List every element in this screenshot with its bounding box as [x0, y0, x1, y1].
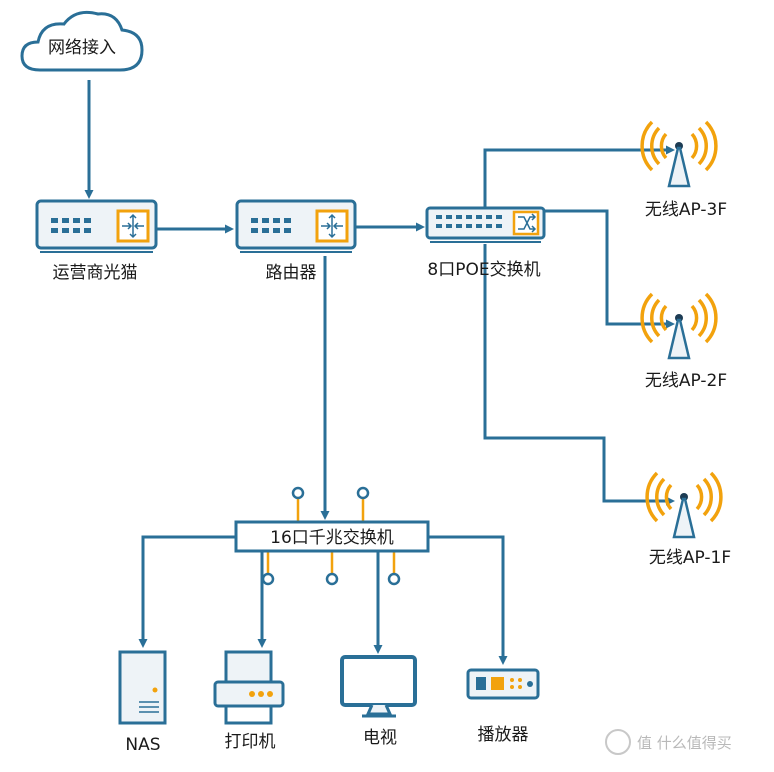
site-watermark: 值 什么值得买	[605, 729, 732, 755]
cloud-icon	[20, 10, 144, 72]
printer-icon	[213, 650, 285, 725]
poe-switch-node: 8口POE交换机	[425, 206, 546, 280]
link-gig-nas	[138, 535, 236, 648]
wifi-ap-icon	[640, 292, 718, 360]
watermark-text: 值 什么值得买	[637, 734, 732, 752]
switch-port-pins	[261, 486, 401, 586]
router-node: 路由器	[235, 199, 357, 283]
player-node: 播放器	[466, 668, 540, 745]
gig-switch-label: 16口千兆交换机	[270, 528, 394, 548]
internet-label: 网络接入	[48, 38, 116, 58]
player-label: 播放器	[478, 725, 529, 745]
modem-label: 运营商光猫	[53, 263, 138, 283]
modem-node: 运营商光猫	[35, 199, 158, 283]
ap-3f-label: 无线AP-3F	[645, 200, 727, 220]
media-player-icon	[466, 668, 540, 700]
watermark-logo-icon	[605, 729, 631, 755]
tv-node: 电视	[340, 655, 417, 748]
ap-2f-label: 无线AP-2F	[645, 371, 727, 391]
nas-label: NAS	[125, 735, 160, 755]
wifi-ap-icon	[640, 120, 718, 188]
internet-cloud-node: 网络接入	[20, 10, 144, 72]
connection-lines	[84, 80, 675, 665]
nas-node: NAS	[118, 650, 167, 755]
router-label: 路由器	[266, 263, 317, 283]
poe-switch-label: 8口POE交换机	[427, 260, 540, 280]
printer-node: 打印机	[213, 650, 285, 752]
ap-2f-node: 无线AP-2F	[640, 292, 727, 391]
server-icon	[118, 650, 167, 725]
tv-label: 电视	[363, 728, 397, 748]
printer-label: 打印机	[225, 732, 276, 752]
gig-switch-node: 16口千兆交换机	[234, 486, 430, 586]
ap-3f-node: 无线AP-3F	[640, 120, 727, 220]
ap-1f-label: 无线AP-1F	[649, 548, 731, 568]
link-poe-ap2f	[545, 209, 675, 329]
monitor-icon	[340, 655, 417, 718]
wifi-ap-icon	[645, 471, 723, 539]
link-poe-ap3f	[483, 145, 675, 208]
link-poe-ap1f	[483, 244, 675, 506]
ap-1f-node: 无线AP-1F	[645, 471, 731, 568]
gig-switch-box	[234, 520, 430, 553]
link-gig-player	[428, 535, 508, 665]
